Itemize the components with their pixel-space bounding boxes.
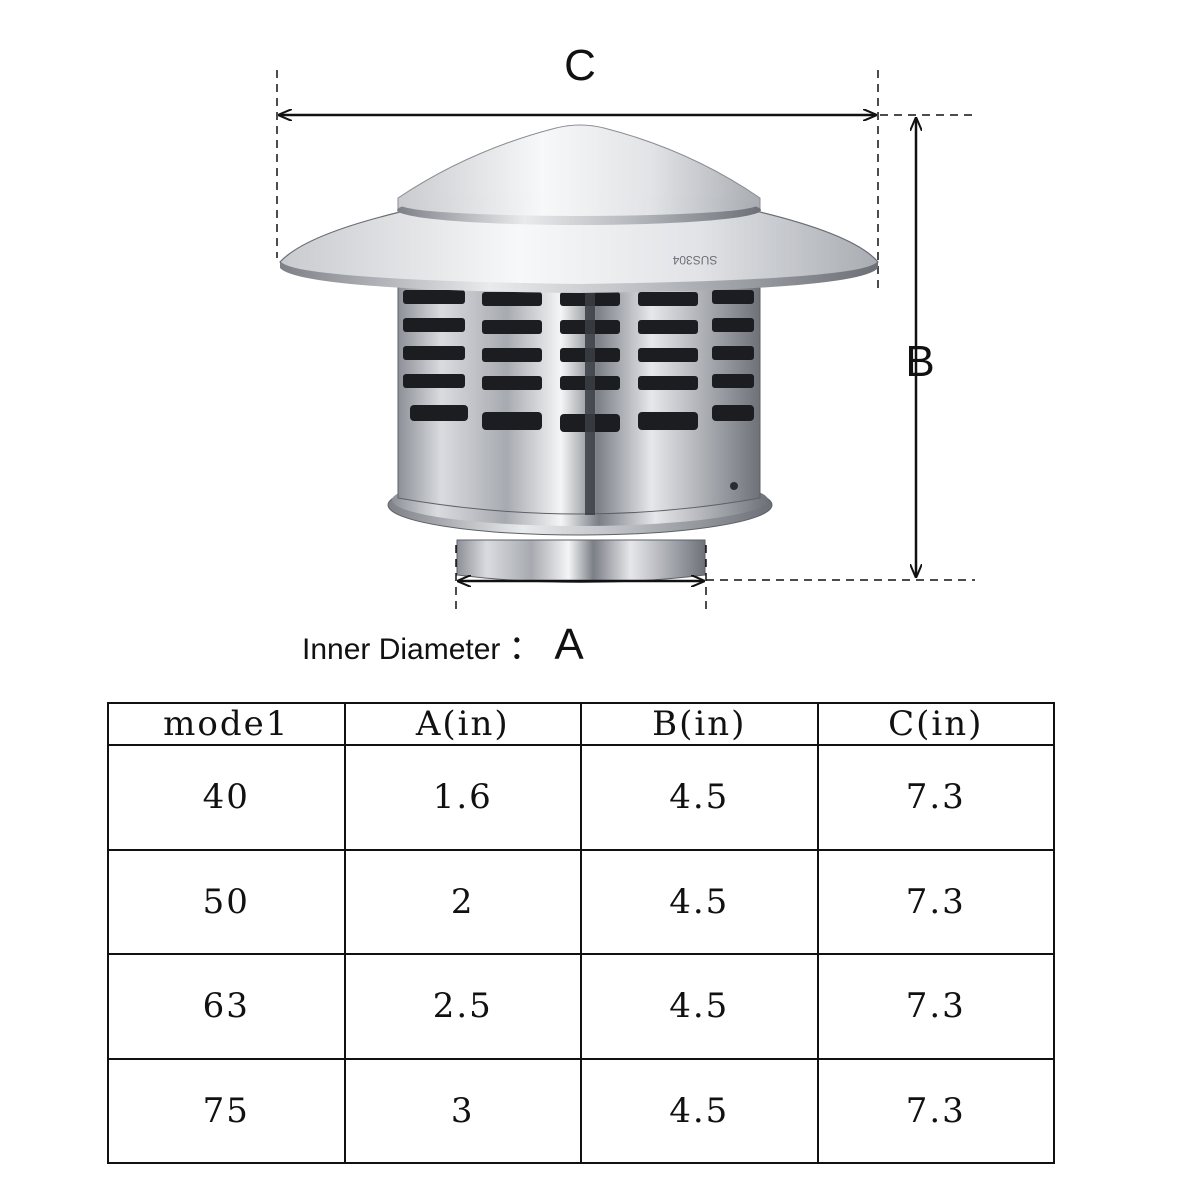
inner-diameter-caption: Inner Diameter ： A: [302, 620, 584, 680]
table-row: 50 2 4.5 7.3: [107, 848, 1055, 955]
dimension-a: [455, 545, 707, 610]
material-stamp: SUS304: [672, 253, 717, 267]
cell-model: 75: [107, 1057, 346, 1164]
cell-a: 1.6: [343, 744, 582, 851]
cell-b: 4.5: [580, 848, 819, 955]
cell-a: 2: [343, 848, 582, 955]
cell-b: 4.5: [580, 1057, 819, 1164]
cell-c: 7.3: [816, 953, 1055, 1060]
dimension-b: B: [706, 114, 975, 581]
cell-c: 7.3: [816, 848, 1055, 955]
inner-diameter-separator: ：: [508, 629, 543, 667]
cell-c: 7.3: [816, 744, 1055, 851]
header-a: A(in): [343, 702, 582, 746]
chimney-cap-diagram: C B: [276, 41, 975, 610]
size-table: mode1 A(in) B(in) C(in) 40 1.6 4.5 7.3 5…: [107, 702, 1055, 1164]
table-header-row: mode1 A(in) B(in) C(in): [107, 702, 1055, 746]
cell-model: 50: [107, 848, 346, 955]
cell-a: 2.5: [343, 953, 582, 1060]
dimension-b-label: B: [905, 337, 934, 386]
dimension-c: C: [276, 41, 879, 290]
inner-diameter-letter: A: [554, 620, 584, 669]
vent-slots: [403, 290, 754, 432]
header-c: C(in): [816, 702, 1055, 746]
cell-b: 4.5: [580, 953, 819, 1060]
cell-c: 7.3: [816, 1057, 1055, 1164]
table-row: 40 1.6 4.5 7.3: [107, 744, 1055, 851]
cell-model: 40: [107, 744, 346, 851]
chimney-cap: SUS304: [279, 124, 879, 583]
header-model: mode1: [107, 702, 346, 746]
cell-a: 3: [343, 1057, 582, 1164]
header-b: B(in): [580, 702, 819, 746]
inner-diameter-text: Inner Diameter: [302, 633, 501, 666]
table-row: 63 2.5 4.5 7.3: [107, 953, 1055, 1060]
table-row: 75 3 4.5 7.3: [107, 1057, 1055, 1164]
cell-model: 63: [107, 953, 346, 1060]
cell-b: 4.5: [580, 744, 819, 851]
dimension-c-label: C: [564, 41, 596, 90]
